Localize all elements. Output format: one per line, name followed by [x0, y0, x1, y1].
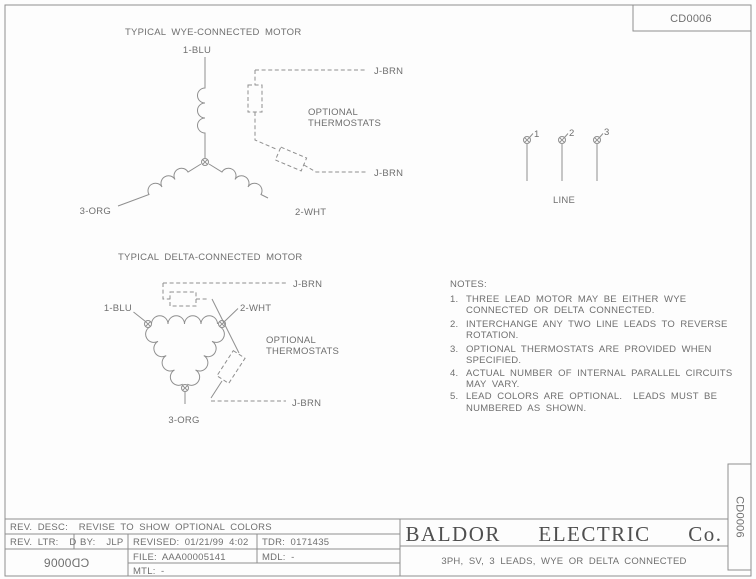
note-2-line2: ROTATION.: [466, 330, 519, 341]
by-field: BY: JLP: [80, 537, 123, 548]
wye-lead1-label: 1-BLU: [183, 45, 211, 56]
delta-lead3-label: 3-ORG: [168, 415, 199, 426]
note-5-line1: LEAD COLORS ARE OPTIONAL. LEADS MUST BE: [466, 391, 717, 402]
side-tab-drawing-number: CD0006: [734, 496, 746, 538]
delta-jbrn-top-label: J-BRN: [293, 279, 322, 290]
note-5-line2: NUMBERED AS SHOWN.: [466, 403, 586, 414]
wye-thermostat-lead-bottom-wire: [303, 164, 366, 173]
revised-field: REVISED: 01/21/99 4:02: [133, 537, 249, 548]
wye-thermostat-1: [247, 84, 263, 113]
line-terminal-3: [593, 136, 601, 144]
mtl-field: MTL: -: [133, 566, 164, 577]
note-5-number: 5.: [450, 391, 458, 402]
wye-star-point-terminal: [201, 158, 209, 166]
drawing-number-box: CD0006: [632, 5, 751, 32]
drawing-number-inverted: CD0006: [44, 556, 90, 570]
delta-thermostat-caption-line1: OPTIONAL: [266, 335, 316, 346]
wye-winding-top: [197, 57, 206, 158]
note-4-line1: ACTUAL NUMBER OF INTERNAL PARALLEL CIRCU…: [466, 368, 732, 379]
line-tick-3: [599, 133, 604, 138]
line-number-2: 2: [569, 128, 575, 139]
mdl-field: MDL: -: [262, 552, 295, 563]
wye-jbrn-bottom-label: J-BRN: [374, 168, 403, 179]
wye-winding-right: [208, 163, 269, 199]
delta-jbrn-bottom-label: J-BRN: [292, 398, 321, 409]
note-1-line1: THREE LEAD MOTOR MAY BE EITHER WYE: [466, 294, 686, 305]
delta-lead1-label: 1-BLU: [104, 303, 132, 314]
note-3-line2: SPECIFIED.: [466, 355, 521, 366]
note-4-line2: MAY VARY.: [466, 379, 520, 390]
delta-thermostat-caption-line2: THERMOSTATS: [266, 346, 339, 357]
delta-thermostat-exit-wire: [210, 380, 223, 399]
drawing-description: 3PH, SV, 3 LEADS, WYE OR DELTA CONNECTED: [441, 556, 686, 567]
line-label: LINE: [553, 195, 575, 206]
drawing-number-top: CD0006: [670, 13, 712, 25]
wye-lead2-label: 2-WHT: [295, 207, 326, 218]
wye-jbrn-top-label: J-BRN: [374, 66, 403, 77]
file-field: FILE: AAA00005141: [133, 552, 226, 563]
rev-ltr-field: REV. LTR: D: [10, 537, 76, 548]
wye-title: TYPICAL WYE-CONNECTED MOTOR: [125, 27, 301, 38]
wye-winding-left: [117, 163, 202, 207]
note-1-line2: CONNECTED OR DELTA CONNECTED.: [466, 305, 655, 316]
tdr-field: TDR: 0171435: [262, 537, 329, 548]
notes-heading: NOTES:: [450, 279, 487, 290]
wye-lead3-label: 3-ORG: [80, 206, 111, 217]
drawing-number-box-border: [632, 5, 751, 32]
wye-thermostat-caption-line1: OPTIONAL: [308, 107, 358, 118]
delta-thermostat-2: [216, 349, 246, 385]
delta-motor-diagram: TYPICAL DELTA-CONNECTED MOTOR 1-BLU 2-WH…: [104, 252, 339, 426]
delta-terminal-3: [181, 384, 189, 392]
delta-lead1-wire: [133, 311, 146, 322]
line-terminal-2: [558, 136, 566, 144]
wye-thermostat-2: [274, 146, 308, 172]
delta-winding-top: [151, 315, 218, 325]
line-tick-1: [529, 133, 534, 138]
line-number-1: 1: [534, 129, 540, 140]
line-number-3: 3: [604, 127, 610, 138]
sheet-border: [4, 4, 752, 577]
wye-thermostat-caption-line2: THERMOSTATS: [308, 118, 381, 129]
line-terminal-1: [523, 136, 531, 144]
notes-section: NOTES: 1. THREE LEAD MOTOR MAY BE EITHER…: [450, 279, 732, 414]
note-3-line1: OPTIONAL THERMOSTATS ARE PROVIDED WHEN: [466, 344, 712, 355]
note-2-number: 2.: [450, 319, 458, 330]
title-block: REV. DESC: REVISE TO SHOW OPTIONAL COLOR…: [5, 463, 752, 577]
delta-thermostat-circuit: J-BRN J-BRN OPTIONAL THERMOSTATS: [162, 279, 339, 409]
delta-title: TYPICAL DELTA-CONNECTED MOTOR: [118, 252, 303, 263]
delta-thermostat-1: [169, 291, 197, 307]
line-terminals-section: 1 2 3 LINE: [523, 127, 610, 206]
note-4-number: 4.: [450, 368, 458, 379]
delta-winding-right: [187, 326, 225, 386]
line-tick-2: [564, 133, 569, 138]
note-2-line1: INTERCHANGE ANY TWO LINE LEADS TO REVERS…: [466, 319, 728, 330]
note-3-number: 3.: [450, 344, 458, 355]
side-tab-box: [727, 463, 752, 571]
wye-motor-diagram: TYPICAL WYE-CONNECTED MOTOR 1-BLU 3-ORG …: [80, 27, 403, 218]
note-1-number: 1.: [450, 294, 458, 305]
wye-thermostat-mid-wire: [254, 112, 277, 150]
rev-desc-field: REV. DESC: REVISE TO SHOW OPTIONAL COLOR…: [10, 522, 272, 533]
delta-lead2-label: 2-WHT: [240, 303, 271, 314]
delta-winding-left: [145, 326, 183, 386]
delta-thermostat-elbow-wire: [162, 283, 170, 300]
company-name: BALDOR ELECTRIC Co.: [406, 522, 723, 546]
delta-lead2-wire: [224, 308, 239, 322]
wye-thermostat-circuit: J-BRN J-BRN OPTIONAL THERMOSTATS: [247, 66, 403, 179]
delta-thermostat-diagonal-wire: [211, 298, 240, 354]
delta-terminal-1: [144, 320, 152, 328]
